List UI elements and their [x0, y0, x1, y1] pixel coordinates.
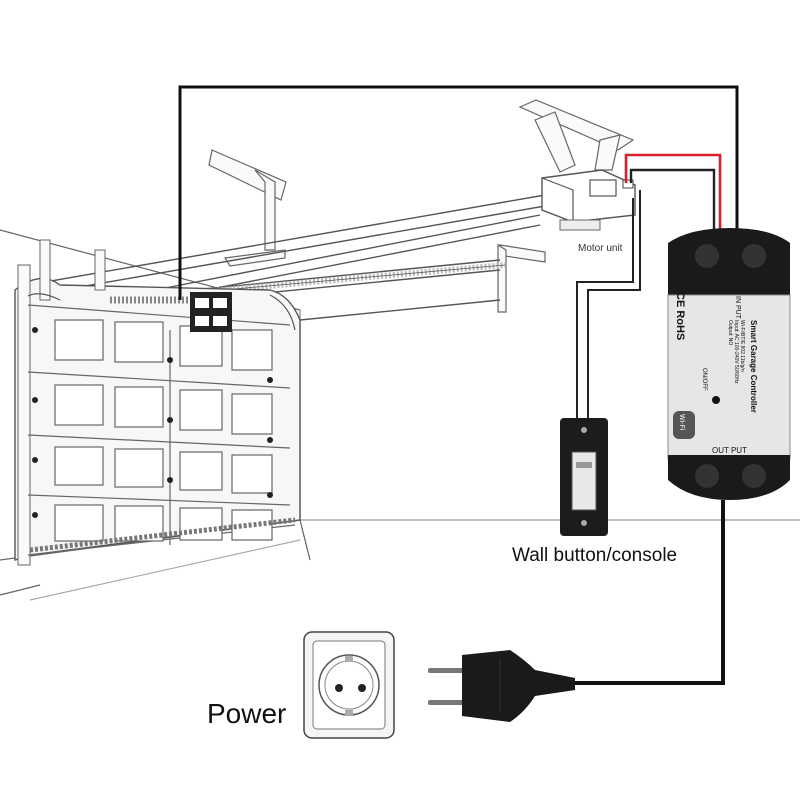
controller-in-put: IN PUT — [734, 296, 741, 320]
wall-button-label: Wall button/console — [512, 545, 678, 566]
motor-unit — [518, 99, 636, 231]
controller-out-put: OUT PUT — [712, 446, 747, 455]
garage-door — [14, 239, 301, 566]
smart-garage-controller — [667, 228, 791, 500]
wiring — [178, 85, 739, 685]
wire-wall-button-2 — [587, 190, 641, 418]
outlet-socket-hole-left — [335, 684, 343, 692]
controller-switch-label: ON/OFF — [701, 368, 707, 391]
power-plug — [428, 650, 575, 722]
ceiling-bracket-left — [208, 149, 287, 267]
wire-power-cable — [575, 500, 725, 685]
wire-motor-red — [624, 153, 722, 237]
controller-spec-1: Wi-Fi/BT/E 802.11b/g/n — [739, 320, 745, 372]
wall-button-console[interactable] — [560, 418, 608, 536]
controller-spec-3: Output: NO — [727, 320, 733, 345]
wiring-terminal-block — [190, 292, 232, 332]
controller-spec-2: Input: AC 100-240V 50/60Hz — [733, 320, 739, 384]
controller-labels: CE RoHS IN PUT Smart Garage Controller W… — [674, 292, 758, 455]
controller-wifi-badge: Wi-Fi — [678, 414, 685, 431]
controller-brand-marks: CE RoHS — [674, 292, 686, 340]
wire-wall-button-1 — [576, 198, 634, 418]
motor-unit-label: Motor unit — [578, 243, 623, 254]
controller-title: Smart Garage Controller — [749, 320, 758, 413]
wire-motor-black — [629, 168, 716, 237]
ceiling-bracket-center — [497, 243, 546, 313]
outlet-socket-hole-right — [358, 684, 366, 692]
wall-outlet — [303, 631, 395, 739]
power-label: Power — [207, 698, 287, 729]
wire-door-to-controller — [178, 85, 739, 300]
